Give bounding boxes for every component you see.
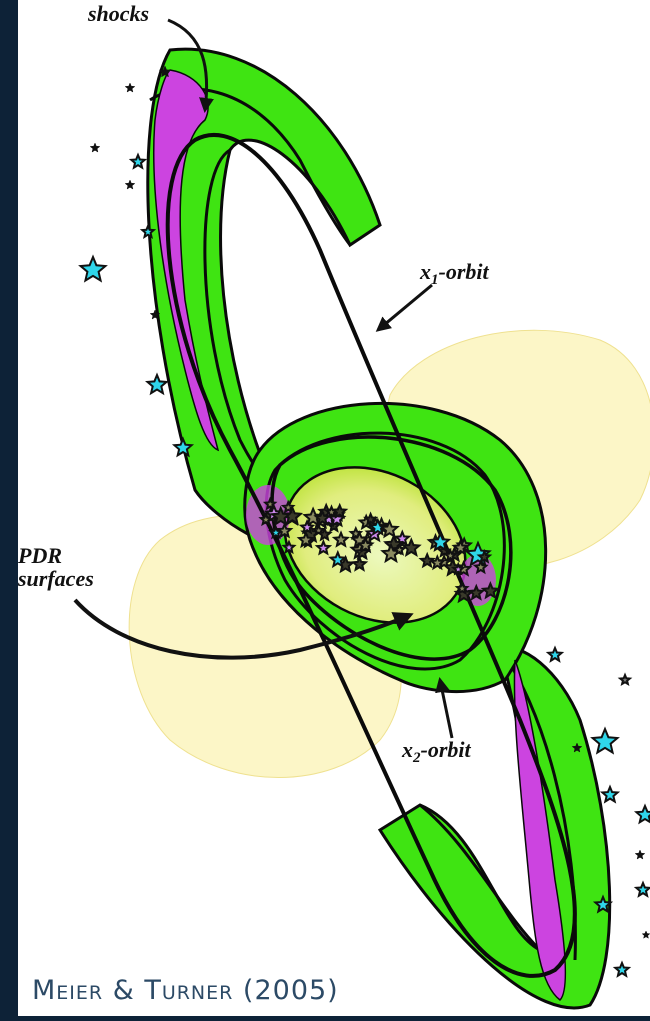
label-shocks: shocks (88, 2, 149, 25)
label-pdr-line2: surfaces (18, 567, 94, 590)
label-x1-prefix: x (420, 259, 431, 284)
label-x2-orbit: x2-orbit (402, 738, 471, 762)
label-x2-prefix: x (402, 737, 413, 762)
figure-credit: Meier & Turner (2005) (32, 975, 339, 1006)
label-pdr-surfaces: PDR surfaces (18, 544, 94, 590)
label-pdr-line1: PDR (18, 544, 94, 567)
label-x1-orbit: x1-orbit (420, 260, 489, 284)
label-x1-sub: 1 (431, 272, 439, 288)
label-x1-suffix: -orbit (439, 259, 489, 284)
label-x2-sub: 2 (413, 750, 421, 766)
label-x2-suffix: -orbit (421, 737, 471, 762)
